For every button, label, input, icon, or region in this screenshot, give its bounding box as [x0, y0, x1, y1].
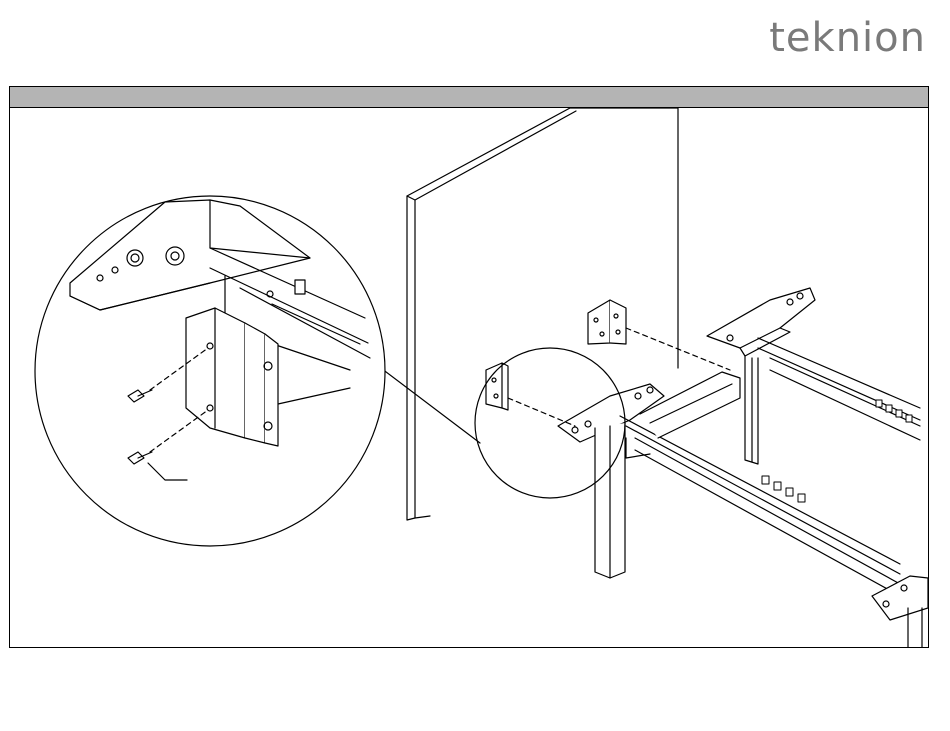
instruction-frame — [9, 86, 929, 648]
assembly-illustration — [10, 108, 928, 647]
mounting-bracket-icon — [588, 300, 626, 344]
privacy-panel-icon — [407, 108, 678, 520]
detail-magnifier-icon — [35, 196, 385, 546]
teknion-logo: teknion — [769, 14, 926, 62]
step-header-bar — [10, 87, 928, 108]
